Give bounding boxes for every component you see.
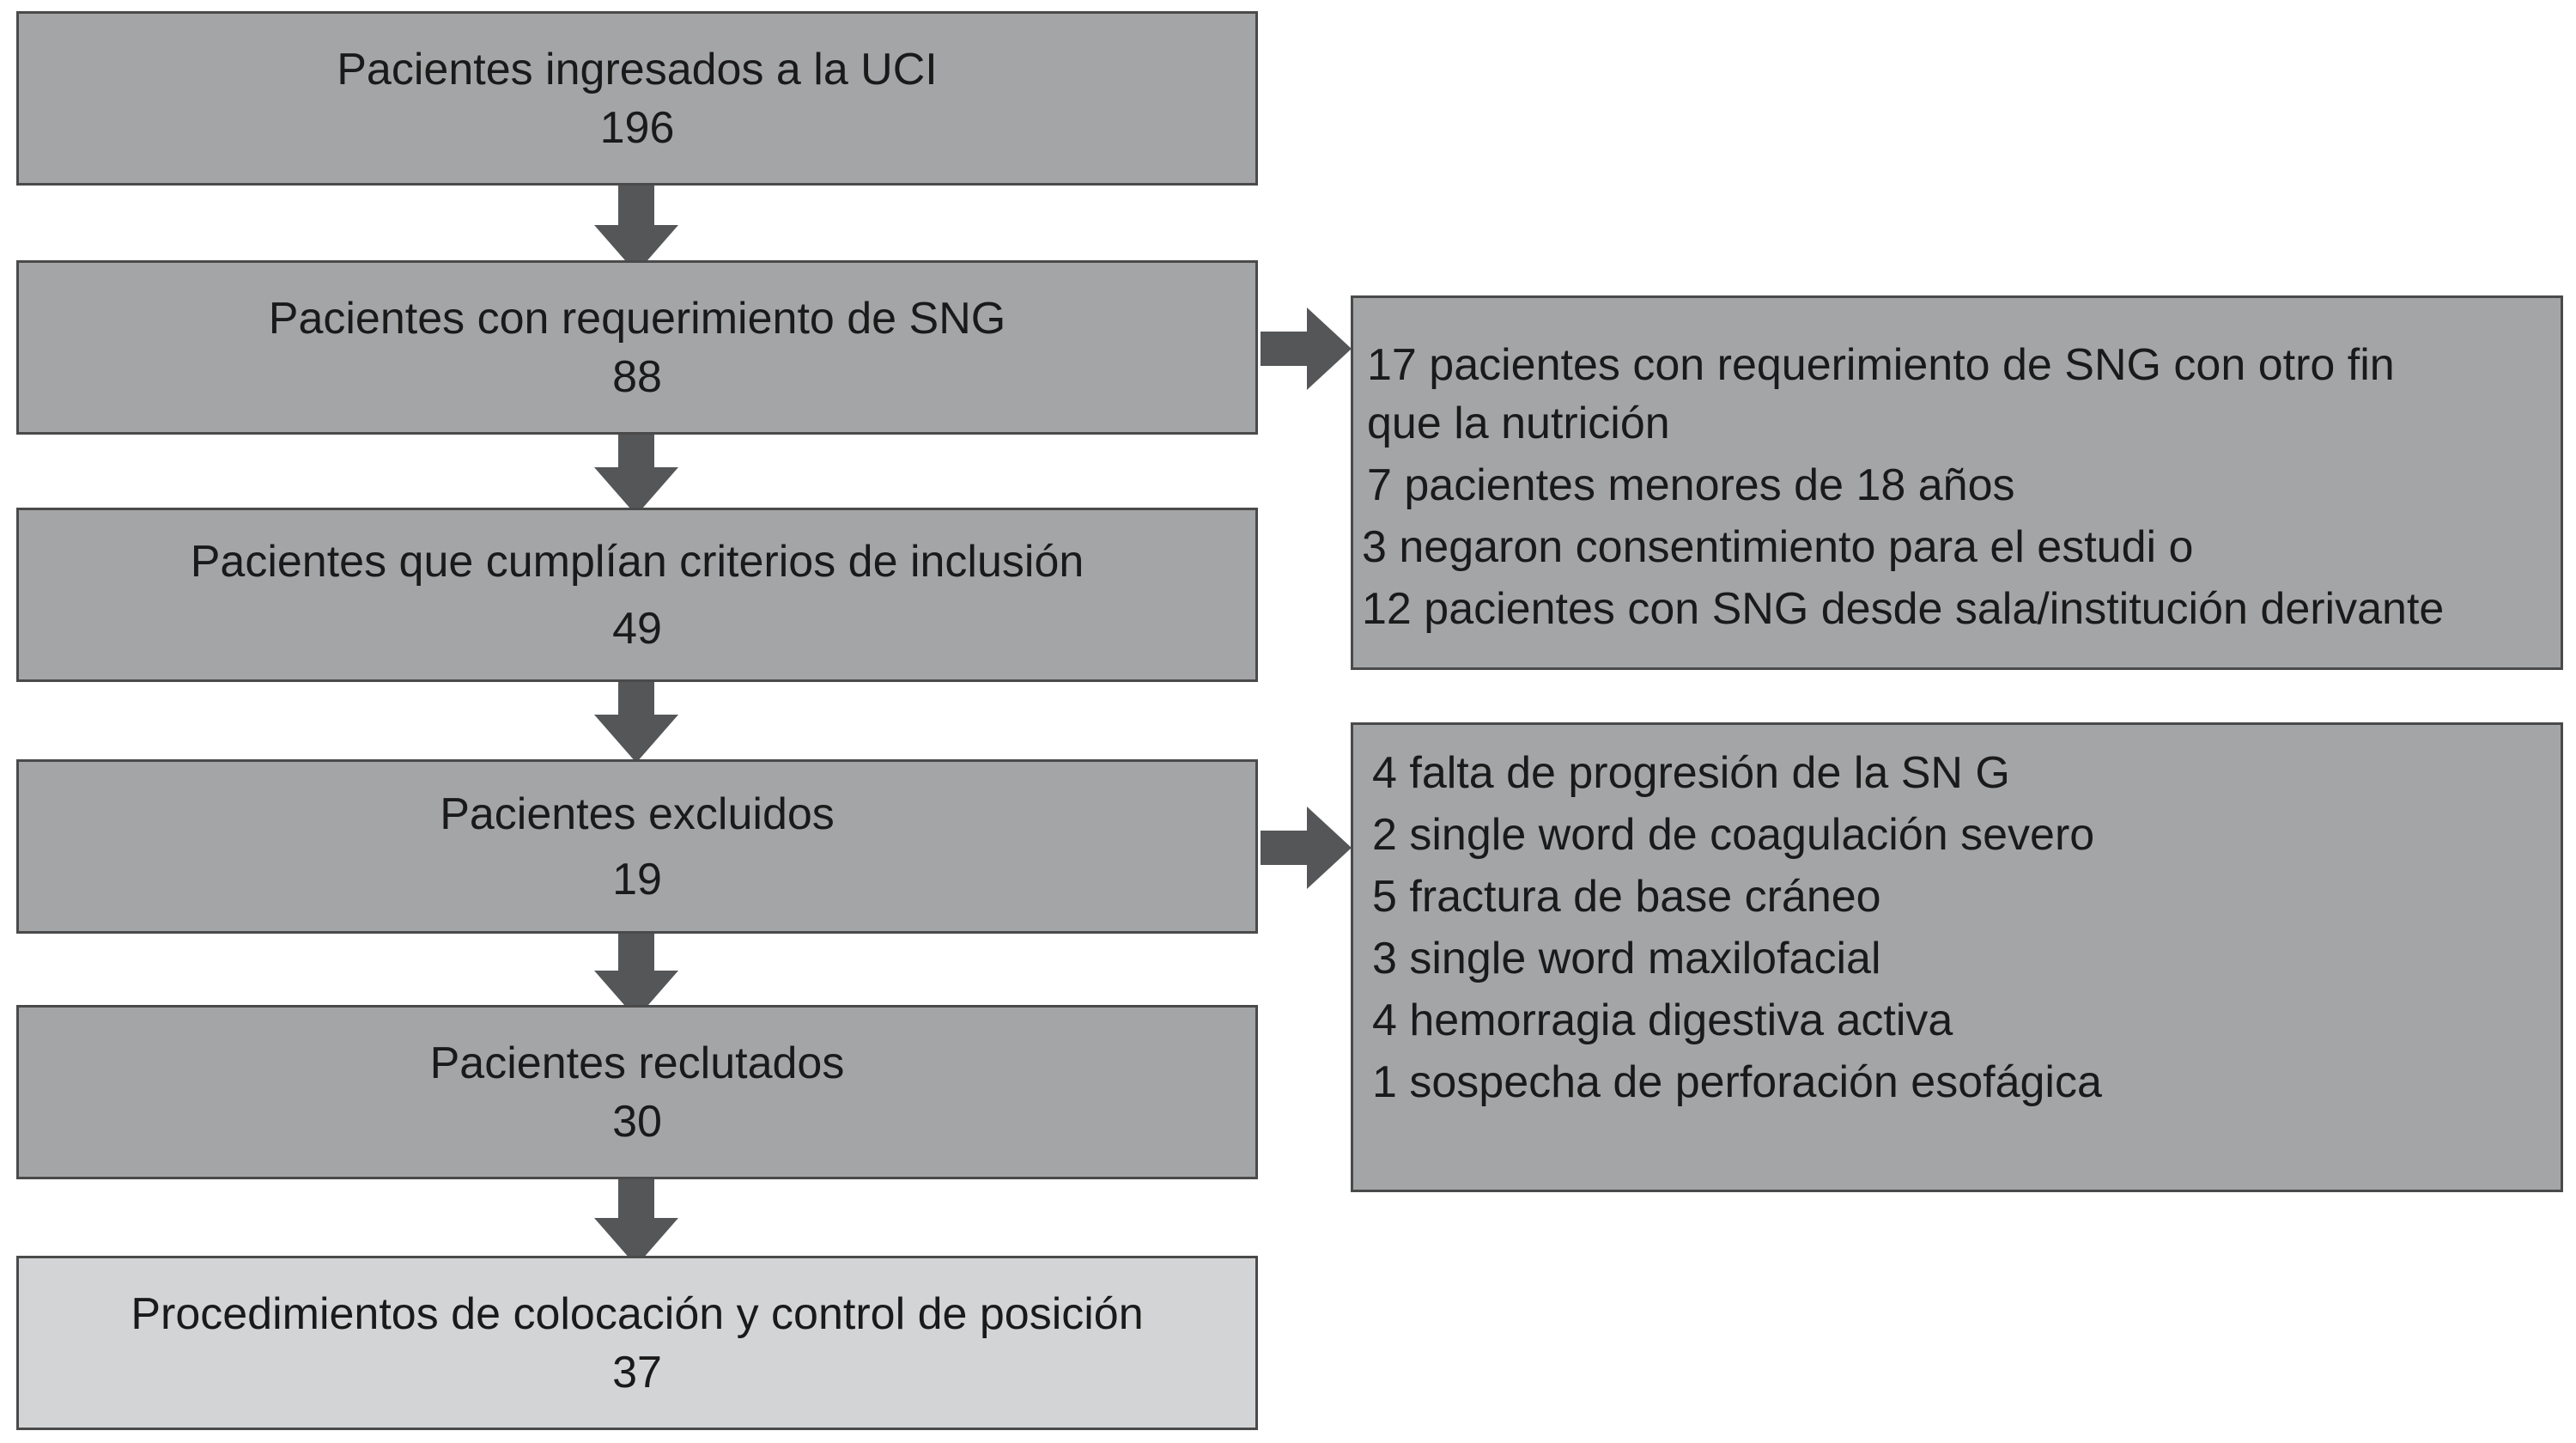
step-label-admitted: Pacientes ingresados a la UCI bbox=[337, 44, 938, 94]
step-count-recruited: 30 bbox=[612, 1096, 662, 1147]
step-box-admitted: Pacientes ingresados a la UCI 196 bbox=[16, 11, 1258, 186]
exclusion-line: 3 single word maxilofacial bbox=[1372, 934, 1881, 983]
exclusion-box-first: 17 pacientes con requerimiento de SNG co… bbox=[1351, 295, 2563, 670]
step-box-procedures: Procedimientos de colocación y control d… bbox=[16, 1256, 1258, 1430]
exclusion-box-second: 4 falta de progresión de la SN G 2 singl… bbox=[1351, 722, 2563, 1192]
exclusion-line: 12 pacientes con SNG desde sala/instituc… bbox=[1362, 584, 2445, 634]
step-box-inclusion: Pacientes que cumplían criterios de incl… bbox=[16, 508, 1258, 682]
step-box-excluded: Pacientes excluidos 19 bbox=[16, 759, 1258, 934]
exclusion-line: 4 hemorragia digestiva activa bbox=[1372, 995, 1953, 1045]
exclusion-line: 2 single word de coagulación severo bbox=[1372, 810, 2095, 860]
step-label-recruited: Pacientes reclutados bbox=[429, 1038, 845, 1088]
right-arrow-1 bbox=[1261, 307, 1352, 390]
step-count-sng-required: 88 bbox=[612, 351, 662, 402]
step-label-procedures: Procedimientos de colocación y control d… bbox=[131, 1288, 1144, 1339]
exclusion-line: 1 sospecha de perforación esofágica bbox=[1372, 1057, 2102, 1107]
step-label-sng-required: Pacientes con requerimiento de SNG bbox=[268, 293, 1006, 344]
right-arrow-2 bbox=[1261, 807, 1352, 889]
exclusion-line: 17 pacientes con requerimiento de SNG co… bbox=[1367, 340, 2395, 390]
down-arrow-2 bbox=[594, 428, 678, 515]
step-count-inclusion: 49 bbox=[612, 603, 662, 654]
step-label-excluded: Pacientes excluidos bbox=[440, 788, 835, 839]
exclusion-line: 7 pacientes menores de 18 años bbox=[1367, 460, 2015, 510]
exclusion-line: 4 falta de progresión de la SN G bbox=[1372, 748, 2010, 798]
step-count-procedures: 37 bbox=[612, 1347, 662, 1397]
down-arrow-4 bbox=[594, 929, 678, 1019]
step-label-inclusion: Pacientes que cumplían criterios de incl… bbox=[190, 536, 1084, 587]
down-arrow-1 bbox=[594, 182, 678, 273]
exclusion-line: 3 negaron consentimiento para el estudi … bbox=[1362, 522, 2194, 572]
exclusion-line: 5 fractura de base cráneo bbox=[1372, 872, 1881, 922]
exclusion-line: que la nutrición bbox=[1367, 399, 1670, 448]
down-arrow-5 bbox=[594, 1177, 678, 1266]
step-box-recruited: Pacientes reclutados 30 bbox=[16, 1005, 1258, 1179]
step-count-excluded: 19 bbox=[612, 854, 662, 904]
step-count-admitted: 196 bbox=[599, 102, 675, 153]
step-box-sng-required: Pacientes con requerimiento de SNG 88 bbox=[16, 260, 1258, 435]
down-arrow-3 bbox=[594, 672, 678, 763]
